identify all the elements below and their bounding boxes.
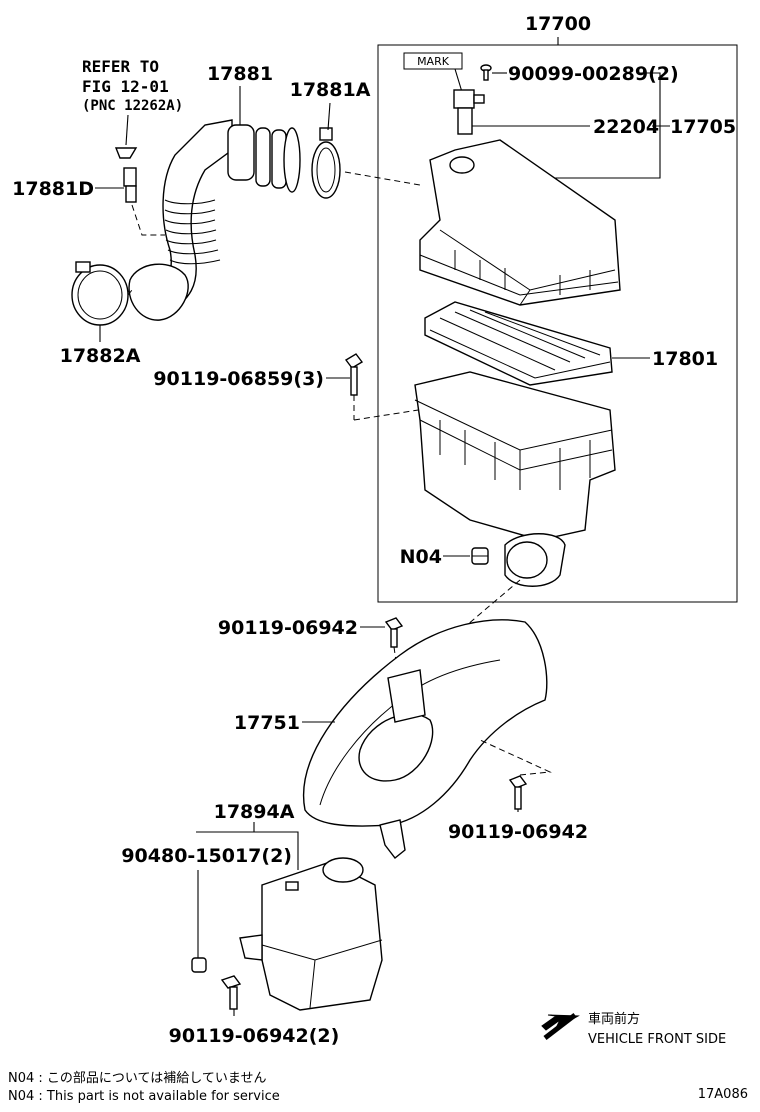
screw-90099-00289 (480, 64, 492, 81)
vehicle-front-en: VEHICLE FRONT SIDE (588, 1032, 726, 1047)
resonator-17894A (239, 857, 383, 1011)
filter-element-17801 (424, 301, 613, 386)
bolt-90119-06942-top (384, 617, 404, 648)
label-N04: N04 (400, 546, 442, 568)
intake-hose-17881 (128, 119, 301, 321)
label-90480-15017: 90480-15017(2) (121, 845, 292, 867)
bolt-90119-06942-bottom (220, 975, 242, 1010)
airflow-sensor-22204 (453, 89, 485, 135)
label-90119-06942-right: 90119-06942 (448, 821, 588, 843)
label-22204: 22204 (593, 116, 659, 138)
mark-box (403, 52, 463, 70)
note-jp: N04 : この部品については補給していません (8, 1071, 266, 1086)
label-90119-06942-bottom: 90119-06942(2) (169, 1025, 340, 1047)
air-inlet-duct-17751 (303, 619, 548, 859)
vacuum-fitting-17881D (123, 167, 137, 203)
bolt-90119-06942-right (508, 775, 528, 810)
label-17881: 17881 (207, 63, 273, 85)
label-17700: 17700 (525, 13, 591, 35)
bolt-90119-06859 (344, 353, 364, 396)
label-17881A: 17881A (290, 79, 371, 101)
air-cleaner-case (414, 371, 616, 587)
note-en: N04 : This part is not available for ser… (8, 1089, 280, 1104)
label-17801: 17801 (652, 348, 718, 370)
air-cleaner-cap (419, 139, 621, 306)
label-90119-06942-top: 90119-06942 (218, 617, 358, 639)
mark-label: MARK (417, 55, 450, 68)
hose-clamp-17881A (311, 127, 341, 199)
large-clamp-17882A (71, 261, 129, 326)
label-90099-00289: 90099-00289(2) (508, 63, 679, 85)
vehicle-front-jp: 車両前方 (588, 1011, 640, 1027)
refer-to-text: REFER TO (82, 57, 159, 76)
label-17894A: 17894A (214, 801, 295, 823)
figure-code: 17A086 (698, 1087, 748, 1102)
label-17751: 17751 (234, 712, 300, 734)
refer-pnc-text: (PNC 12262A) (82, 98, 183, 114)
label-17705: 17705 (670, 116, 736, 138)
nut-90480-15017 (191, 957, 207, 973)
label-90119-06859: 90119-06859(3) (153, 368, 324, 390)
label-17882A: 17882A (60, 345, 141, 367)
refer-fig-text: FIG 12-01 (82, 77, 169, 96)
hose-clip-icon (114, 147, 138, 159)
label-17881D: 17881D (12, 178, 94, 200)
grommet-N04 (471, 547, 489, 565)
